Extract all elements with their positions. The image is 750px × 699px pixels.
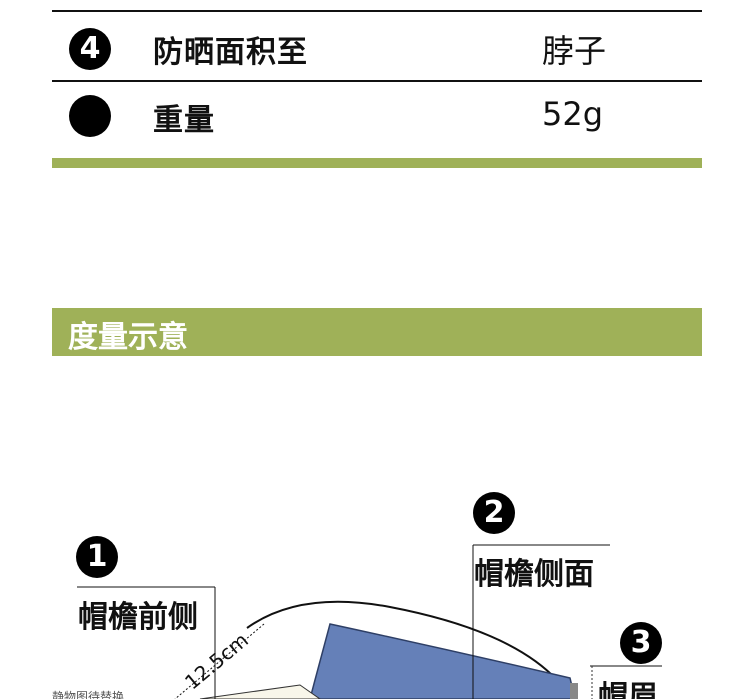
visor-band (309, 623, 576, 699)
number-badge-1: 1 (76, 536, 118, 578)
table-bottom-bar (52, 158, 702, 168)
brim (199, 684, 321, 699)
table-top-rule (52, 10, 702, 12)
callout-label-front-brim: 帽檐前侧 (78, 600, 198, 635)
callout-label-visor: 帽眉 (598, 680, 658, 699)
bullet-dot-icon (69, 95, 111, 137)
hat-side-tab (570, 683, 578, 699)
headband-outline (246, 600, 558, 681)
spec-label: 重量 (153, 103, 215, 138)
number-badge-2: 2 (473, 492, 515, 534)
spec-label: 防晒面积至 (153, 35, 308, 70)
number-badge-4: 4 (69, 28, 111, 70)
number-badge-3: 3 (620, 622, 662, 664)
callout-label-brim-side: 帽檐侧面 (474, 557, 594, 592)
section-title: 度量示意 (68, 320, 188, 355)
section-header-bar (52, 308, 702, 356)
spec-value: 脖子 (542, 32, 607, 70)
placeholder-note: 静物图待替换 (52, 690, 125, 699)
table-row-divider (52, 80, 702, 82)
spec-value: 52g (542, 95, 604, 133)
dimension-line (174, 623, 265, 699)
